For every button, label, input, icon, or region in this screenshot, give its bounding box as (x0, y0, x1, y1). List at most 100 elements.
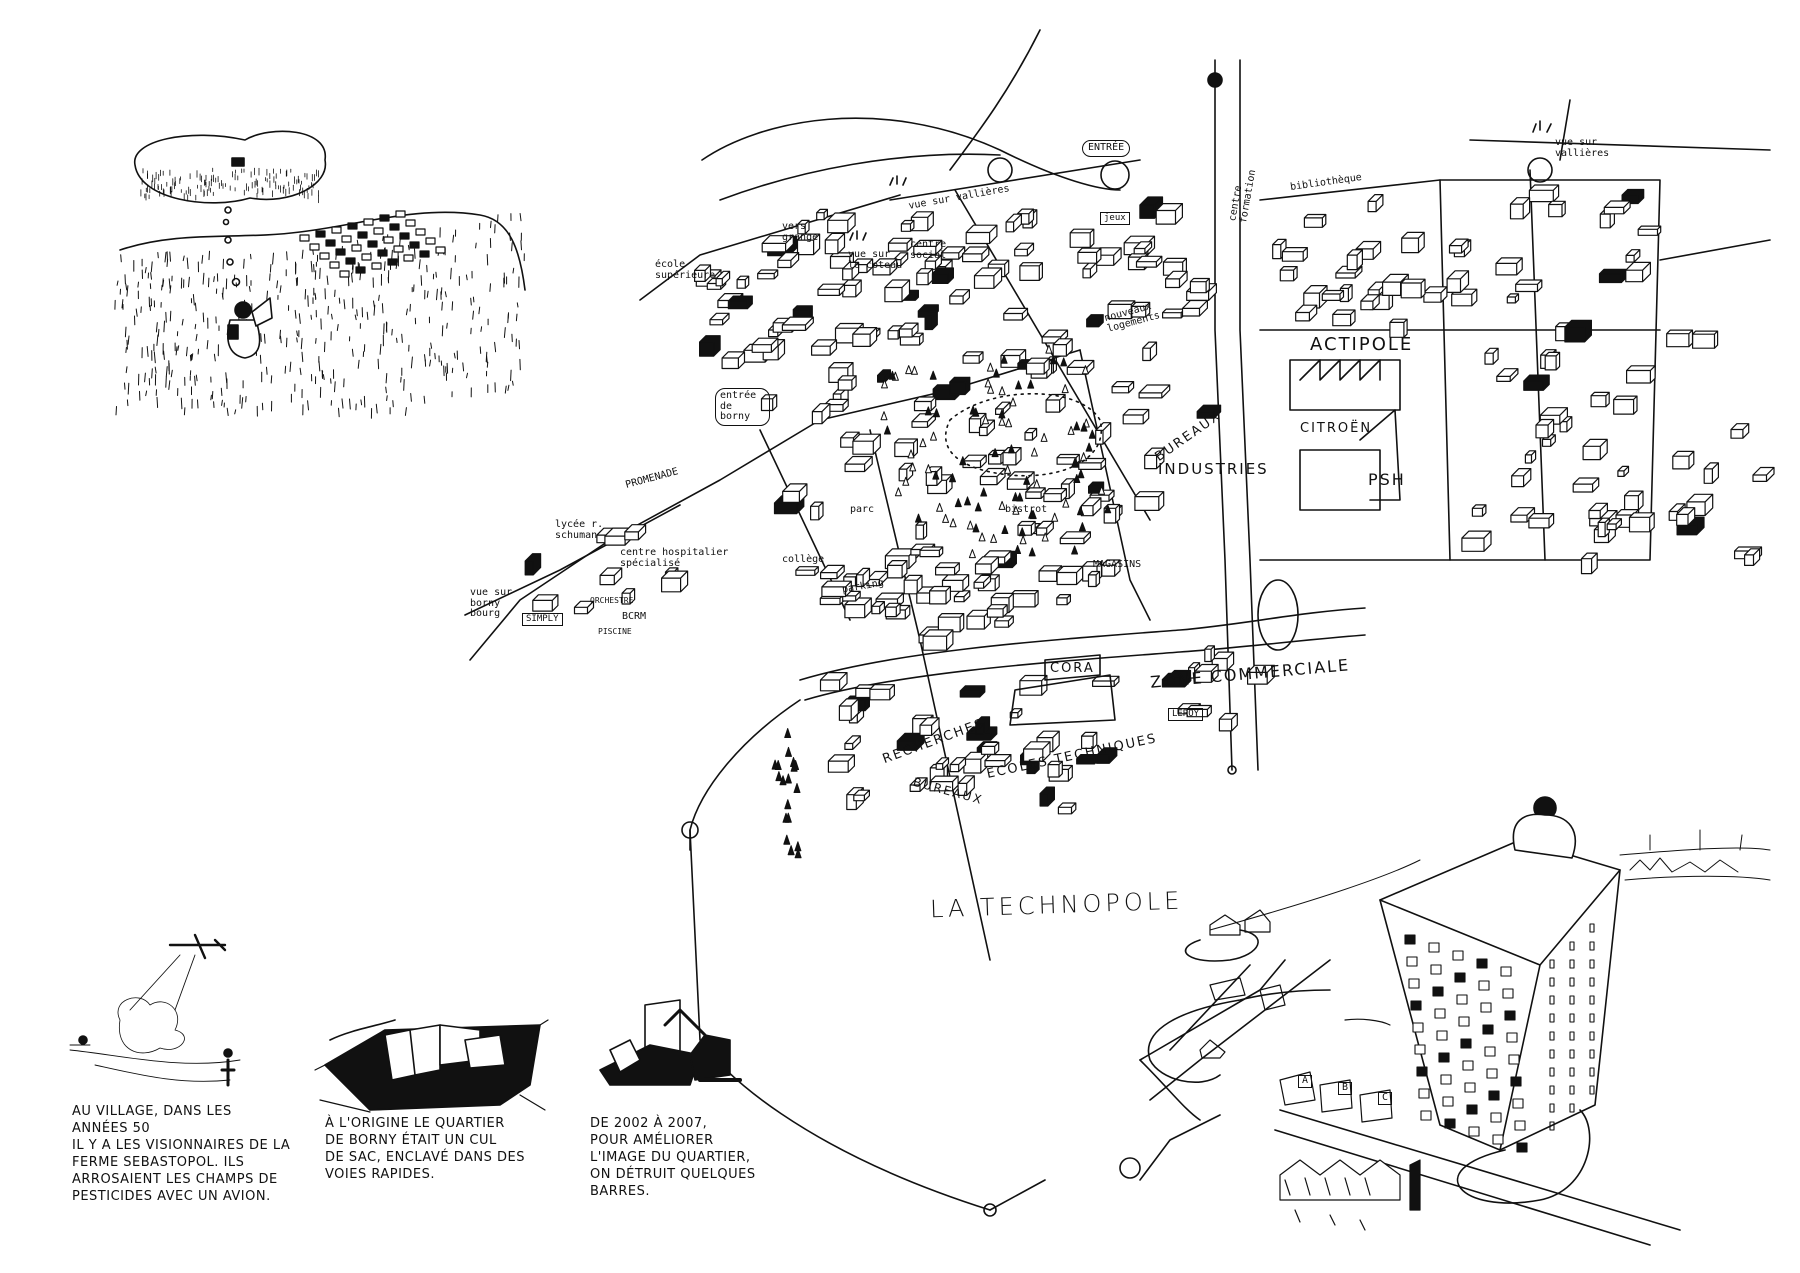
tree (894, 487, 902, 497)
hatch-stroke (298, 313, 301, 324)
hatch-stroke (386, 395, 388, 401)
field-house (339, 270, 350, 278)
building-block (1131, 301, 1151, 318)
hatch-stroke (489, 283, 491, 292)
building-block (621, 588, 636, 605)
hatch-stroke (520, 240, 522, 251)
building-block (1165, 270, 1188, 289)
hatch-stroke (296, 330, 298, 336)
tower-window (1452, 950, 1464, 961)
tower-window (1508, 1054, 1520, 1065)
building-block (1069, 228, 1095, 248)
tree (783, 834, 791, 845)
tower-window (1569, 1049, 1575, 1059)
hatch-stroke (360, 399, 363, 406)
building-block (1194, 663, 1219, 683)
hatch-stroke (338, 297, 341, 304)
building-block (877, 369, 891, 383)
building-block (884, 602, 901, 618)
hatch-stroke (315, 338, 317, 344)
hatch-stroke (124, 382, 126, 390)
building-block (1014, 242, 1035, 257)
tower-window (1492, 1134, 1504, 1145)
hatch-stroke (192, 294, 195, 306)
hatch-stroke (465, 274, 468, 281)
building-block (1189, 277, 1210, 294)
building-block (1011, 590, 1039, 608)
thought-bubble (134, 130, 327, 287)
hatch-stroke (221, 292, 224, 300)
building-block (979, 467, 1006, 486)
building-block (872, 258, 898, 276)
building-block (1023, 741, 1051, 762)
hatch-stroke (385, 386, 387, 394)
building-block (913, 239, 943, 255)
tower-window (1569, 1031, 1575, 1041)
building-block (694, 264, 712, 282)
tower-window (1549, 1013, 1555, 1023)
tower-window (1428, 942, 1440, 953)
hatch-stroke (146, 346, 149, 357)
building-block (974, 556, 999, 575)
building-block (1043, 488, 1067, 503)
tree (1018, 527, 1026, 537)
hatch-stroke (512, 267, 515, 274)
tree (1040, 432, 1048, 442)
hatch-stroke (197, 399, 199, 409)
building-block (1506, 293, 1520, 304)
field-house (425, 237, 436, 245)
building-block (975, 716, 991, 735)
building-block (915, 521, 928, 540)
hatch-stroke (450, 267, 452, 280)
hatch-stroke (144, 267, 147, 274)
building-block (884, 279, 911, 303)
tree (924, 464, 932, 474)
hatch-stroke (144, 372, 146, 383)
tree (924, 406, 932, 416)
tree (942, 513, 950, 523)
hatch-stroke (366, 311, 369, 320)
hatch-stroke (352, 265, 354, 274)
hatch-stroke (515, 313, 518, 322)
building-block (1703, 462, 1719, 484)
hatch-stroke (382, 235, 384, 241)
hatch-stroke (210, 394, 212, 401)
building-block (995, 401, 1011, 415)
tree (911, 365, 918, 375)
label-vue-sur-vallieres-ne: vue sur vallières (1555, 137, 1610, 159)
tree (998, 409, 1006, 419)
tower-window (1462, 1060, 1474, 1071)
building-block (1138, 384, 1171, 399)
tower-window (1486, 1068, 1498, 1079)
building-block (1081, 731, 1098, 749)
building-block (1303, 285, 1328, 309)
tree (936, 502, 944, 512)
hatch-stroke (266, 366, 268, 375)
building-block (1624, 490, 1644, 511)
hatch-stroke (202, 312, 205, 323)
hatch-stroke (169, 310, 172, 322)
tree (883, 425, 891, 435)
hatch-stroke (470, 297, 472, 306)
building-block (1087, 570, 1101, 588)
building-block (1360, 294, 1380, 311)
hatch-stroke (266, 290, 268, 300)
hatch-stroke (201, 254, 204, 264)
building-block (1295, 304, 1318, 322)
building-block (900, 219, 915, 232)
building-block (1524, 450, 1537, 464)
tower-window (1516, 1142, 1528, 1153)
building-block (1461, 530, 1492, 552)
hatch-stroke (451, 301, 454, 311)
hatch-stroke (480, 326, 483, 332)
hatch-stroke (507, 312, 509, 324)
building-block (1142, 341, 1158, 362)
hatch-stroke (272, 252, 274, 265)
hatch-stroke (313, 264, 315, 273)
hatch-stroke (269, 264, 272, 273)
hatch-stroke (322, 374, 325, 380)
tower-window (1408, 978, 1420, 989)
demolition-excavator-icon (599, 999, 742, 1086)
hatch-stroke (385, 322, 388, 332)
tree (1015, 380, 1022, 390)
